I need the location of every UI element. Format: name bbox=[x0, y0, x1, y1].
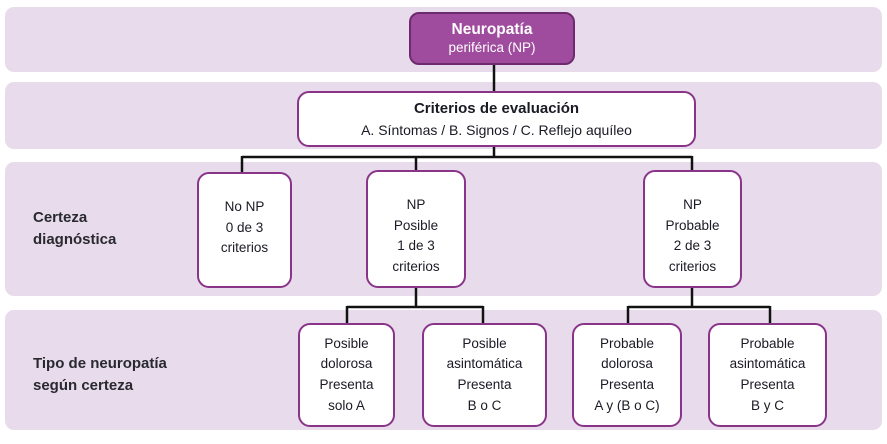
node-no-np-text: No NP 0 de 3 criterios bbox=[220, 199, 269, 256]
node-no-np: No NP 0 de 3 criterios bbox=[197, 172, 292, 288]
node-np-probable-text: NP Probable 2 de 3 criterios bbox=[665, 197, 720, 274]
criteria-node-subtitle: A. Síntomas / B. Signos / C. Reflejo aqu… bbox=[361, 121, 632, 138]
root-node-title: Neuropatía bbox=[451, 21, 533, 39]
row-label-type: Tipo de neuropatía según certeza bbox=[33, 355, 167, 394]
node-probable-asintomatica: Probable asintomática Presenta B y C bbox=[708, 323, 827, 427]
node-np-posible-text: NP Posible 1 de 3 criterios bbox=[392, 197, 440, 274]
node-posible-dolorosa: Posible dolorosa Presenta solo A bbox=[298, 323, 395, 427]
node-probable-asintomatica-text: Probable asintomática Presenta B y C bbox=[729, 335, 806, 413]
node-posible-asintomatica-text: Posible asintomática Presenta B o C bbox=[446, 335, 523, 413]
node-posible-asintomatica: Posible asintomática Presenta B o C bbox=[422, 323, 547, 427]
node-np-posible: NP Posible 1 de 3 criterios bbox=[366, 170, 466, 288]
node-criterios-evaluacion: Criterios de evaluación A. Síntomas / B.… bbox=[297, 91, 696, 147]
node-posible-dolorosa-text: Posible dolorosa Presenta solo A bbox=[319, 335, 374, 413]
node-np-probable: NP Probable 2 de 3 criterios bbox=[643, 170, 742, 288]
root-node-subtitle: periférica (NP) bbox=[448, 39, 536, 55]
node-probable-dolorosa-text: Probable dolorosa Presenta A y (B o C) bbox=[594, 335, 660, 413]
row-label-certainty: Certeza diagnóstica bbox=[33, 209, 117, 248]
criteria-node-title: Criterios de evaluación bbox=[413, 100, 580, 118]
node-probable-dolorosa: Probable dolorosa Presenta A y (B o C) bbox=[572, 323, 682, 427]
node-neuropatia-periferica: Neuropatía periférica (NP) bbox=[409, 12, 575, 65]
